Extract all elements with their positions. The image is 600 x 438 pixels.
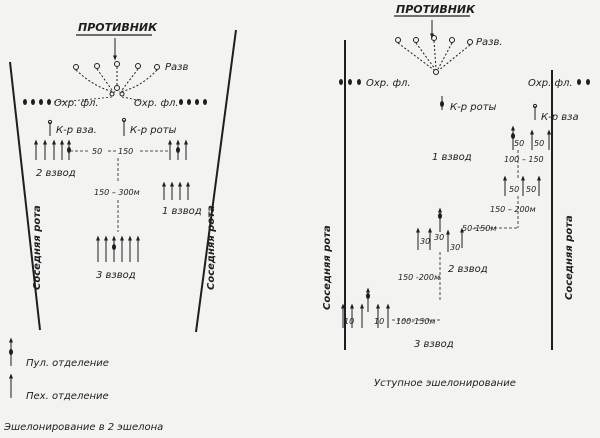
right-distance-lines (392, 150, 519, 321)
right-gap-10b: 10 (374, 317, 384, 326)
right-depth-100-150a: 100 – 150 (504, 155, 544, 164)
left-plt2-label: 2 взвод (36, 168, 76, 179)
right-gap-50d: 50 (526, 185, 536, 194)
right-neighbor-right: Соседняя рота (564, 215, 575, 300)
right-platoon-1-units (503, 125, 551, 196)
left-neighbor-left: Соседняя рота (32, 205, 43, 290)
distance-lines (70, 150, 168, 232)
legend (9, 337, 13, 398)
left-plt-cmd-label: К-р вза. (56, 125, 97, 136)
left-depth-label: 150 – 300м (94, 188, 140, 197)
left-boundary-left (9, 61, 41, 331)
right-gap-10a: 10 (344, 317, 354, 326)
right-commander-markers (440, 96, 538, 120)
platoon-2-units (34, 139, 71, 160)
platoon-1-units (162, 139, 190, 200)
left-plt1-label: 1 взвод (162, 206, 202, 217)
left-enemy-label: ПРОТИВНИК (78, 21, 158, 34)
right-recon-label: Разв. (476, 37, 503, 48)
right-plt3-label: 3 взвод (414, 339, 454, 350)
legend-rifle-label: Пех. отделение (26, 391, 109, 402)
right-scheme (339, 15, 590, 350)
right-caption: Уступное эшелонирование (374, 378, 516, 389)
right-enemy-label: ПРОТИВНИК (396, 3, 476, 16)
right-platoon-2-units (416, 207, 464, 252)
right-plt-cmd-label: К-р вза (541, 112, 579, 123)
right-gap-50a: 50 (514, 139, 524, 148)
right-gap-30a: 30 (420, 237, 430, 246)
legend-mg-icon (9, 337, 13, 366)
flank-guard-dots (23, 99, 207, 105)
right-recon-patrol (395, 35, 473, 75)
left-neighbor-right: Соседняя рота (206, 205, 217, 290)
right-gap-50b: 50 (534, 139, 544, 148)
right-plt2-label: 2 взвод (448, 264, 488, 275)
right-flank-guard-right: Охр. фл. (528, 78, 573, 89)
right-depth-150-200b: 150 -200м (398, 273, 440, 282)
right-neighbor-left: Соседняя рота (322, 225, 333, 310)
left-gap-small: 50 (92, 147, 102, 156)
legend-mg-label: Пул. отделение (26, 358, 109, 369)
right-platoon-3-units (341, 287, 390, 328)
left-flank-guard-left: Охр. фл. (54, 98, 99, 109)
commander-markers (47, 117, 127, 136)
left-scheme (9, 29, 237, 333)
right-gap-50c: 50 (509, 185, 519, 194)
left-caption: Эшелонирование в 2 эшелона (3, 422, 163, 433)
platoon-3-units (96, 235, 140, 262)
left-recon-label: Разв (165, 62, 188, 73)
left-coy-cmd-label: К-р роты (130, 125, 177, 136)
right-plt1-label: 1 взвод (432, 152, 472, 163)
right-gap-30c: 30 (450, 243, 460, 252)
right-flank-guard-left: Охр. фл. (366, 78, 411, 89)
left-plt3-label: 3 взвод (96, 270, 136, 281)
right-depth-100-150b: 100-150м (396, 317, 435, 326)
right-gap-50-150: 50-150м (462, 224, 496, 233)
left-boundary-right (195, 29, 237, 333)
right-gap-30b: 30 (434, 233, 444, 242)
right-coy-cmd-label: К-р роты (450, 102, 497, 113)
recon-patrol (73, 61, 160, 97)
right-flank-guard-dots (339, 79, 590, 85)
left-flank-guard-right: Охр. фл. (134, 98, 179, 109)
right-depth-150-200a: 150 – 200м (490, 205, 536, 214)
left-gap-mid: 150 (118, 147, 133, 156)
